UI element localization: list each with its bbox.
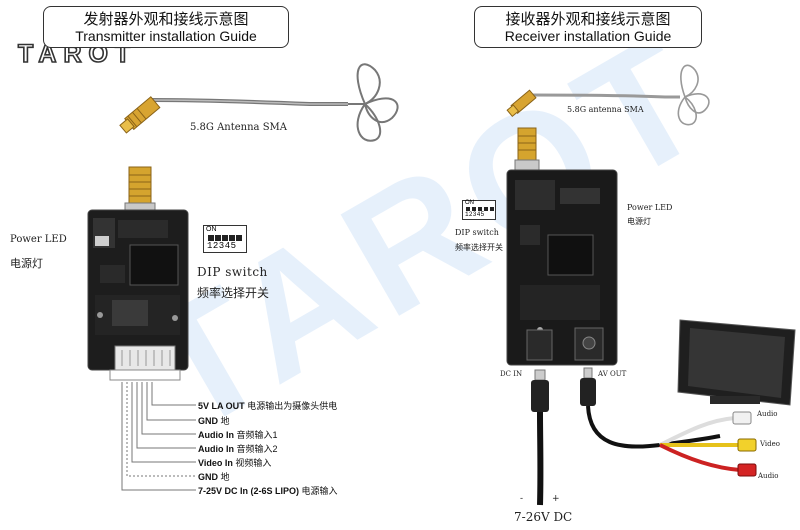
receiver-polarity-plus: + <box>552 494 560 504</box>
transmitter-board <box>87 209 189 381</box>
receiver-cloverleaf-antenna-icon <box>677 64 710 126</box>
pin-6-en: GND <box>198 472 218 482</box>
pin-3-cn: 音频输入1 <box>236 430 278 440</box>
transmitter-pin-lines <box>121 382 196 491</box>
receiver-dip-switch-cn: 频率选择开关 <box>455 243 503 252</box>
transmitter-dip-switch-cn: 频率选择开关 <box>197 286 270 300</box>
receiver-audio-label-2: Audio <box>758 472 779 480</box>
pin-6-cn: 地 <box>220 472 230 482</box>
monitor-icon <box>677 319 796 406</box>
receiver-title-box: 接收器外观和接线示意图 Receiver installation Guide <box>474 6 702 48</box>
transmitter-antenna-connector-icon <box>119 96 161 134</box>
pin-3-en: Audio In <box>198 430 234 440</box>
transmitter-antenna-label: 5.8G Antenna SMA <box>190 122 288 133</box>
transmitter-pin-1: 5V LA OUT 电源输出为摄像头供电 <box>198 399 337 412</box>
av-plug-cable <box>580 367 721 449</box>
pin-1-cn: 电源输出为摄像头供电 <box>247 401 338 411</box>
pin-7-en: 7-25V DC In (2-6S LIPO) <box>198 486 300 496</box>
transmitter-dip-on: ON <box>206 226 217 233</box>
transmitter-pin-7: 7-25V DC In (2-6S LIPO) 电源输入 <box>198 484 338 497</box>
receiver-av-out-label: AV OUT <box>598 370 627 378</box>
receiver-power-led-en: Power LED <box>627 203 673 212</box>
transmitter-pin-6: GND 地 <box>198 470 230 483</box>
transmitter-power-led-cn: 电源灯 <box>10 257 43 270</box>
transmitter-pin-4: Audio In 音频输入2 <box>198 442 278 455</box>
dc-plug-cable <box>531 369 549 506</box>
receiver-antenna-label: 5.8G antenna SMA <box>567 105 644 114</box>
receiver-board <box>506 169 618 366</box>
receiver-power-input-label: 7-26V DC <box>514 510 573 524</box>
receiver-polarity-minus: - <box>520 494 524 504</box>
receiver-title-en: Receiver installation Guide <box>504 28 672 44</box>
transmitter-power-led-en: Power LED <box>10 234 67 245</box>
transmitter-dip-switch-icon: ON 12345 <box>203 225 247 253</box>
transmitter-pin-2: GND 地 <box>198 414 230 427</box>
pin-1-en: 5V LA OUT <box>198 401 245 411</box>
pin-5-cn: 视频输入 <box>235 458 272 468</box>
transmitter-cloverleaf-antenna-icon <box>348 63 399 142</box>
pin-2-cn: 地 <box>220 416 230 426</box>
pin-2-en: GND <box>198 416 218 426</box>
transmitter-title-box: 发射器外观和接线示意图 Transmitter installation Gui… <box>43 6 289 48</box>
receiver-dip-switch-en: DIP switch <box>455 228 499 237</box>
transmitter-dip-switch-en: DIP switch <box>197 265 268 279</box>
receiver-dip-on: ON <box>465 200 474 206</box>
receiver-audio-label: Audio <box>757 410 778 418</box>
transmitter-title-cn: 发射器外观和接线示意图 <box>83 10 249 28</box>
receiver-sma-connector-icon <box>514 127 540 171</box>
pin-7-cn: 电源输入 <box>301 486 338 496</box>
receiver-video-label: Video <box>760 440 781 448</box>
receiver-dc-in-label: DC IN <box>500 370 523 378</box>
receiver-power-led-cn: 电源灯 <box>627 217 651 226</box>
pin-4-cn: 音频输入2 <box>236 444 278 454</box>
pin-5-en: Video In <box>198 458 233 468</box>
transmitter-dip-numbers: 12345 <box>207 241 237 251</box>
receiver-title-cn: 接收器外观和接线示意图 <box>505 10 671 28</box>
transmitter-title-en: Transmitter installation Guide <box>75 28 257 44</box>
receiver-dip-numbers: 12345 <box>465 211 485 218</box>
receiver-antenna-cable <box>527 93 680 99</box>
rca-cables <box>659 411 757 477</box>
transmitter-pin-5: Video In 视频输入 <box>198 456 271 469</box>
transmitter-sma-connector-icon <box>124 166 156 214</box>
receiver-antenna-connector-icon <box>506 89 537 118</box>
pin-4-en: Audio In <box>198 444 234 454</box>
receiver-dip-switch-icon: ON 12345 <box>462 200 496 220</box>
transmitter-pin-3: Audio In 音频输入1 <box>198 428 278 441</box>
